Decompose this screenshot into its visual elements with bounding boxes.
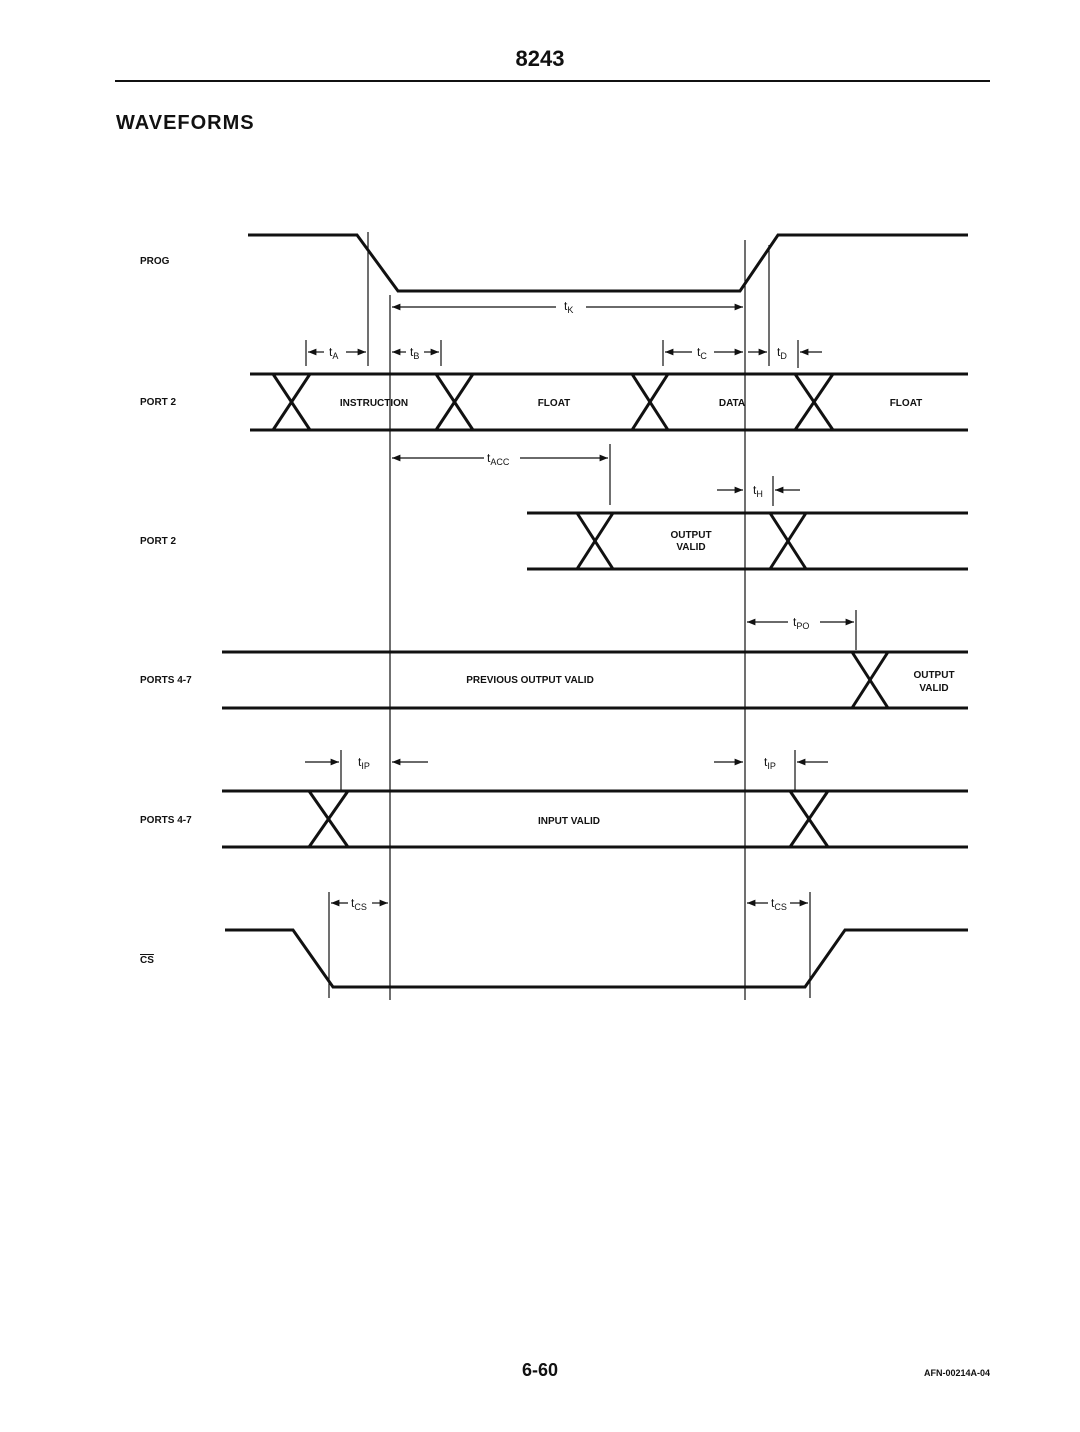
segment-float-2: FLOAT [890,398,923,409]
ports47-b-crossings [307,790,830,848]
footer-document-code: AFN-00214A-04 [923,1368,990,1378]
ports47-a-crossing [850,651,890,709]
segment-output-valid-b-line1: OUTPUT [913,670,954,681]
footer-page-number: 6-60 [521,1360,559,1380]
signal-label-cs: CS [140,955,154,966]
segment-data: DATA [719,398,745,409]
segment-float-1: FLOAT [538,398,571,409]
signal-label-ports47-b: PORTS 4-7 [140,815,192,826]
segment-output-valid-line2: VALID [676,542,705,553]
signal-label-port2-a: PORT 2 [140,397,177,408]
cs-waveform [225,928,968,989]
timing-label-tpo: tPO [793,615,809,631]
signal-label-prog: PROG [140,256,170,267]
timing-label-th: tH [753,483,763,499]
page-number: 8243 [515,46,565,71]
timing-label-tk: tK [564,299,573,315]
port2-a-crossings [271,373,835,431]
timing-label-ta: tA [329,345,338,361]
timing-label-tcs-2: tCS [771,896,787,912]
reference-lines [305,232,857,1000]
signal-label-ports47-a: PORTS 4-7 [140,675,192,686]
segment-input-valid: INPUT VALID [538,816,600,827]
timing-label-tacc: tACC [487,451,510,467]
timing-label-tb: tB [410,345,419,361]
segment-previous-output-valid: PREVIOUS OUTPUT VALID [466,675,594,686]
timing-label-tip-1: tIP [358,755,370,771]
timing-label-td: tD [777,345,787,361]
header-rule [115,80,990,82]
timing-label-tip-2: tIP [764,755,776,771]
port2-b-crossings [575,512,808,570]
timing-label-tc: tC [697,345,707,361]
timing-label-tcs-1: tCS [351,896,367,912]
segment-instruction: INSTRUCTION [340,398,408,409]
segment-output-valid-b-line2: VALID [919,683,948,694]
segment-output-valid-line1: OUTPUT [670,530,711,541]
timing-arrows [305,303,854,907]
prog-waveform [248,233,968,293]
signal-label-port2-b: PORT 2 [140,536,177,547]
section-title: WAVEFORMS [116,112,255,134]
